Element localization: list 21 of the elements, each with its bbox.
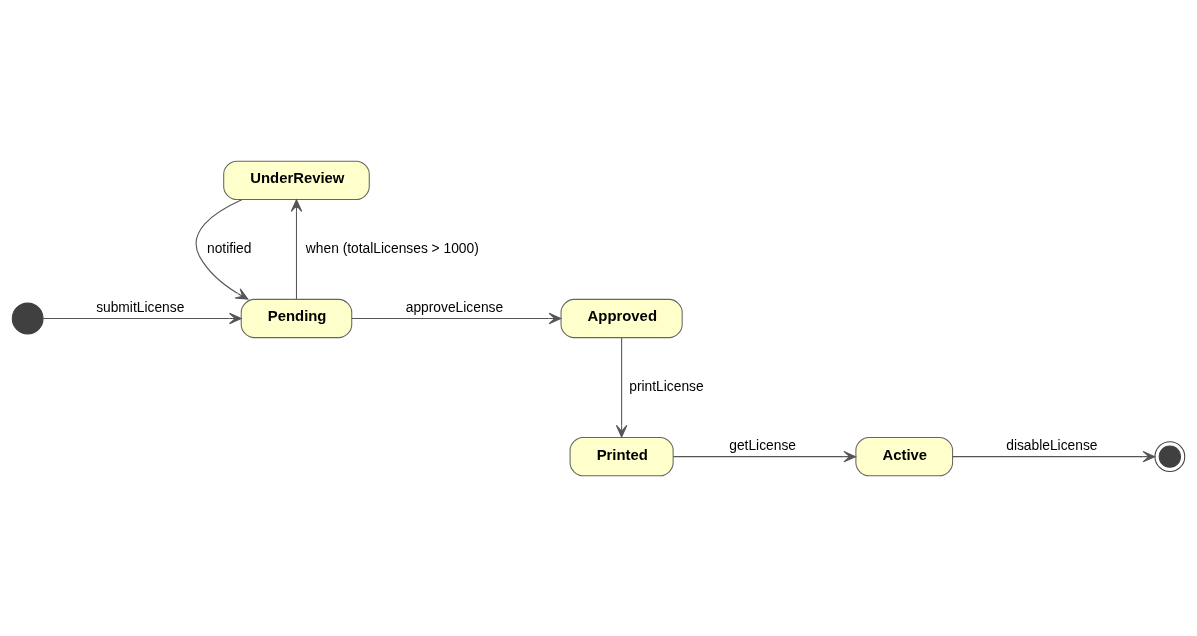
edge-label: disableLicense	[1006, 436, 1098, 453]
arrow	[672, 450, 857, 462]
edge-label: approveLicense	[405, 297, 504, 314]
arrow	[952, 450, 1156, 462]
edge-label: submitLicense	[96, 297, 185, 314]
node-circle	[1154, 440, 1186, 472]
node-box: Active	[855, 436, 954, 476]
arrow	[42, 312, 242, 324]
edge-label: when (totalLicenses > 1000)	[305, 239, 479, 256]
arrow	[290, 198, 303, 299]
node-circle	[11, 302, 44, 334]
arrow	[351, 312, 562, 324]
arrow	[195, 198, 249, 300]
node-box: Pending	[240, 298, 353, 338]
edge-label: notified	[206, 239, 252, 256]
node-box: UnderReview	[223, 160, 370, 200]
edge-label: printLicense	[629, 377, 704, 394]
edge-label: getLicense	[729, 436, 796, 453]
arrow	[615, 336, 628, 438]
node-box: Approved	[560, 298, 683, 338]
node-box: Printed	[569, 436, 674, 476]
